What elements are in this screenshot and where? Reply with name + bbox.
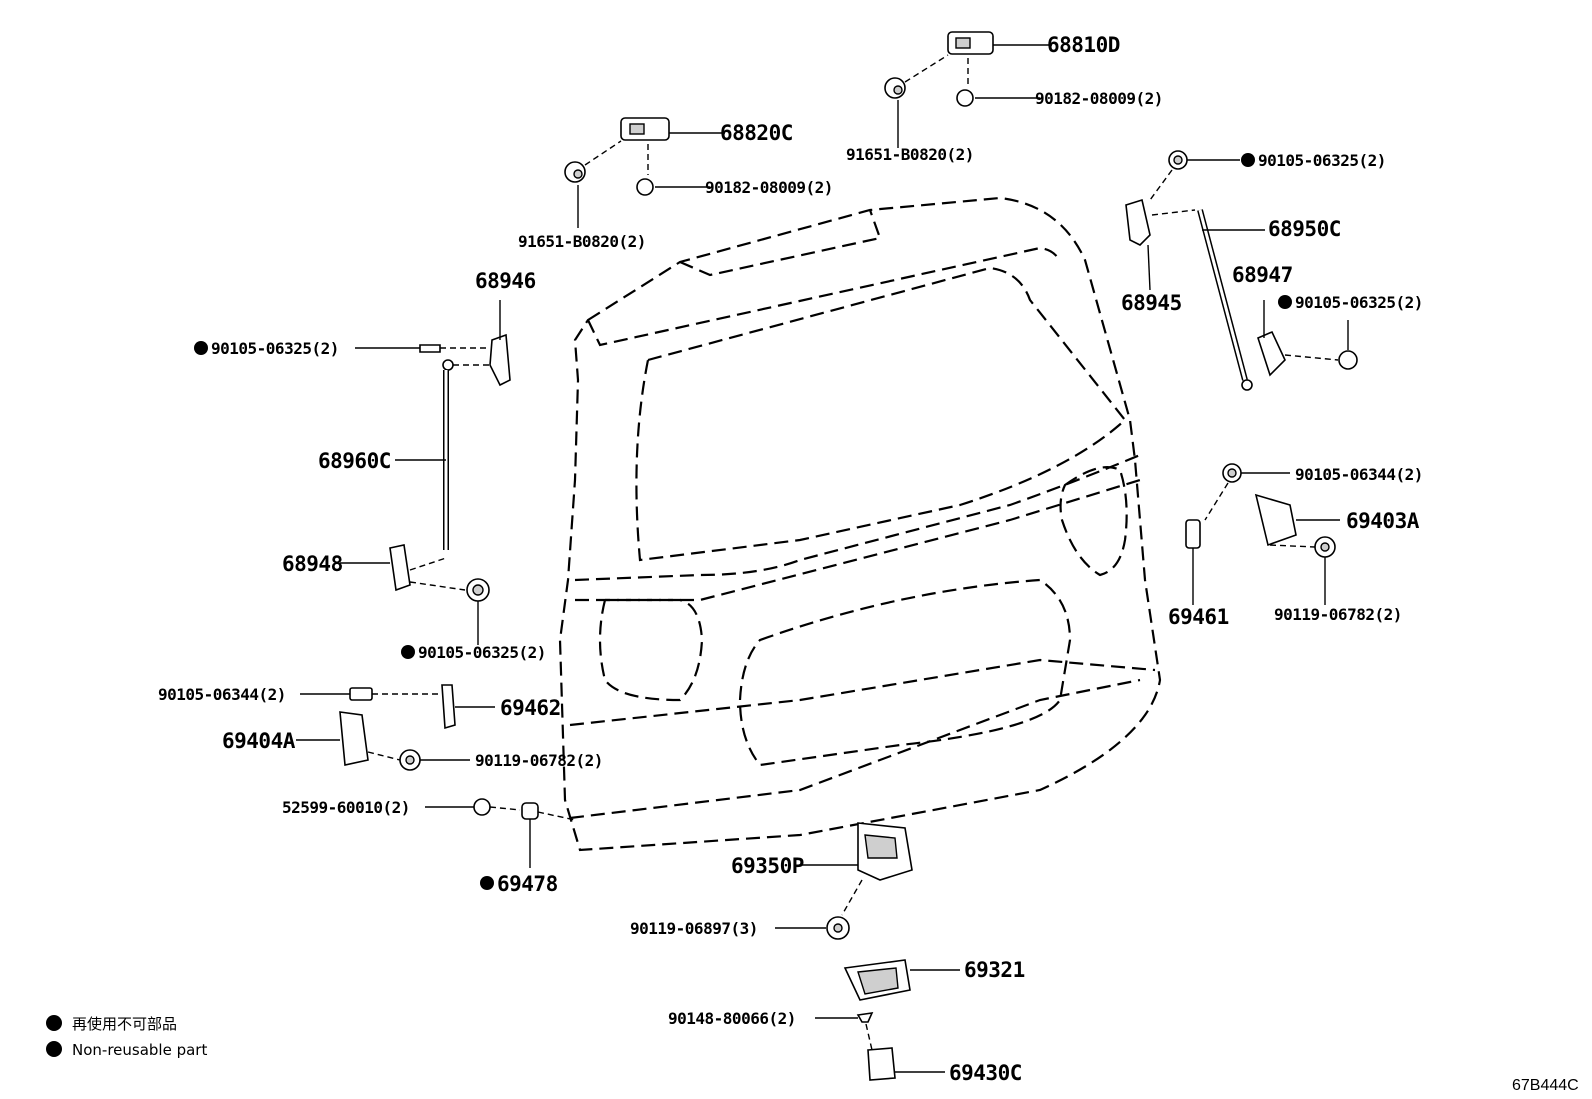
label-90105-rt-top: 90105-06325(2): [1258, 151, 1386, 170]
label-68960c: 68960C: [318, 449, 391, 473]
label-90182-top: 90182-08009(2): [1035, 89, 1163, 108]
legend: 再使用不可部品 Non-reusable part: [46, 1015, 207, 1059]
label-69461: 69461: [1168, 605, 1229, 629]
label-69321: 69321: [964, 958, 1025, 982]
label-90105-lt-top: 90105-06325(2): [211, 339, 339, 358]
label-69430c: 69430C: [949, 1061, 1022, 1085]
label-69478: 69478: [497, 872, 558, 896]
stopper-left-assembly: [296, 684, 495, 771]
non-reusable-marker: [401, 645, 415, 659]
label-68820c: 68820C: [720, 121, 793, 145]
non-reusable-marker: [1278, 295, 1292, 309]
stopper-right-assembly: [1185, 463, 1340, 605]
cushion-assembly: [425, 798, 576, 868]
non-reusable-marker: [1241, 153, 1255, 167]
label-68810d: 68810D: [1047, 33, 1120, 57]
hinge-68820c: [564, 117, 725, 228]
label-90119-rt: 90119-06782(2): [1274, 605, 1402, 624]
label-90105-lt-low: 90105-06325(2): [418, 643, 546, 662]
handle-69430c-assembly: [815, 1012, 945, 1081]
label-68946: 68946: [475, 269, 536, 293]
label-69462: 69462: [500, 696, 561, 720]
label-68945: 68945: [1121, 291, 1182, 315]
label-68950c: 68950C: [1268, 217, 1341, 241]
label-68947: 68947: [1232, 263, 1293, 287]
label-69350p: 69350P: [731, 854, 804, 878]
non-reusable-marker: [194, 341, 208, 355]
label-90105-06344-lt: 90105-06344(2): [158, 685, 286, 704]
legend-english: Non-reusable part: [72, 1041, 207, 1059]
drawing-code: 67B444C: [1512, 1077, 1579, 1094]
label-90182-mid: 90182-08009(2): [705, 178, 833, 197]
label-69403a: 69403A: [1346, 509, 1420, 533]
legend-marker: [46, 1015, 62, 1031]
label-90148: 90148-80066(2): [668, 1009, 796, 1028]
non-reusable-marker: [480, 876, 494, 890]
label-90105-rt-mid: 90105-06325(2): [1295, 293, 1423, 312]
label-90119-lt: 90119-06782(2): [475, 751, 603, 770]
label-91651-mid: 91651-B0820(2): [518, 232, 646, 251]
back-door-panel: [558, 196, 1162, 852]
label-68948: 68948: [282, 552, 343, 576]
label-90105-06344-rt: 90105-06344(2): [1295, 465, 1423, 484]
stay-68950c-assembly: [1125, 150, 1358, 391]
legend-marker: [46, 1041, 62, 1057]
label-69404a: 69404A: [222, 729, 296, 753]
lock-69350p-assembly: [775, 822, 913, 940]
stay-68960c-assembly: [340, 300, 511, 645]
cover-69321: [843, 959, 960, 1001]
legend-japanese: 再使用不可部品: [72, 1015, 177, 1033]
label-52599: 52599-60010(2): [282, 798, 410, 817]
label-90119-06897: 90119-06897(3): [630, 919, 758, 938]
hinge-68810d: [884, 31, 1052, 148]
label-91651-top: 91651-B0820(2): [846, 145, 974, 164]
part-labels: 68810D 90182-08009(2) 91651-B0820(2) 688…: [158, 33, 1423, 1085]
